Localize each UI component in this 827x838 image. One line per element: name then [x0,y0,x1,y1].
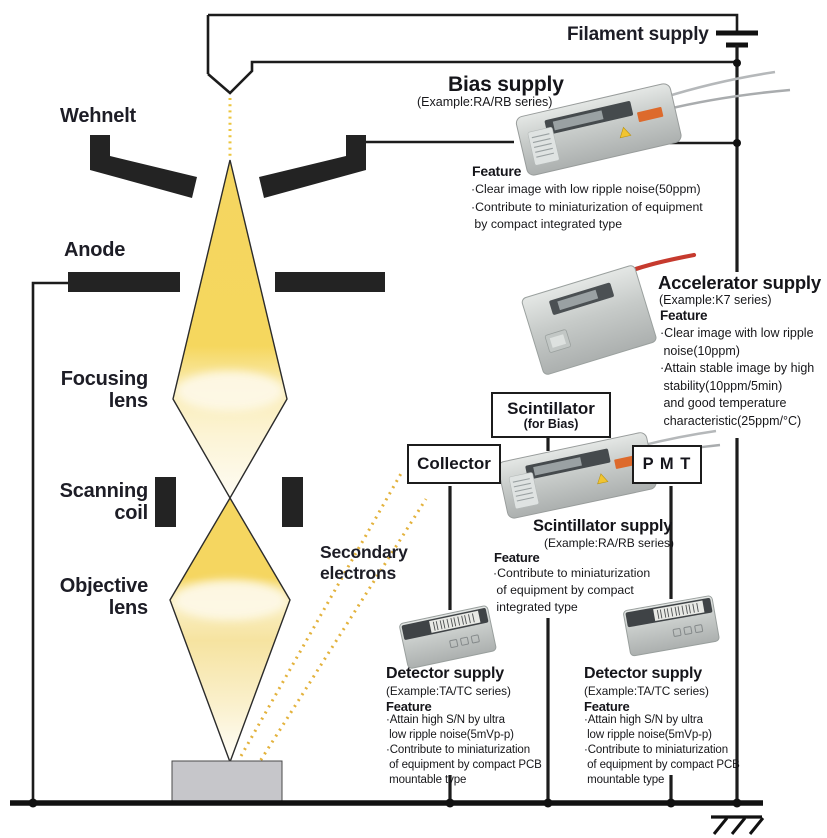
battery-icon [716,30,758,48]
scintillator-box-subtitle: (for Bias) [523,416,579,431]
scintillator-supply-title: Scintillator supply [533,517,673,535]
detector-supply-left-example: (Example:TA/TC series) [386,684,511,698]
accelerator-supply-title: Accelerator supply [658,272,821,293]
focusing-lens-glow [176,371,284,411]
scintillator-feature-label: Feature [494,550,540,565]
junction-dots [28,59,742,808]
anode-label: Anode [64,239,126,261]
pmt-box-label: P M T [642,455,692,473]
focusing-lens-label: Focusing lens [60,368,148,412]
detector-left-feature-label: Feature [386,699,432,714]
bias-feature-label: Feature [472,163,522,179]
scintillator-box: Scintillator (for Bias) [491,392,611,438]
bias-feature-list: ·Clear image with low ripple noise(50ppm… [471,182,703,231]
wehnelt-electrodes [90,135,366,198]
pmt-box: P M T [632,445,702,484]
accelerator-feature-label: Feature [660,308,708,323]
ground-icon [711,815,765,835]
filament-supply-label: Filament supply [567,24,709,45]
anode-electrodes [68,272,385,292]
lower-beam [169,496,291,765]
collector-box: Collector [407,444,501,484]
scanning-coil-bars [155,477,303,527]
detector-supply-left-photo [398,604,498,670]
scanning-coil-label: Scanning coil [59,480,149,524]
upper-beam [172,159,288,500]
accelerator-supply-photo [520,252,697,377]
bias-supply-title: Bias supply [448,73,564,96]
accelerator-supply-example: (Example:K7 series) [659,293,772,307]
bias-supply-example: (Example:RA/RB series) [417,95,553,109]
objective-lens-glow [173,580,287,620]
scintillator-box-title: Scintillator [507,398,595,418]
collector-box-label: Collector [417,454,491,473]
detector-right-feature-list: ·Attain high S/N by ultra low ripple noi… [584,714,740,786]
scintillator-feature-list: ·Contribute to miniaturization of equipm… [493,566,651,614]
detector-right-feature-label: Feature [584,699,630,714]
wehnelt-label: Wehnelt [60,105,137,127]
bias-supply-photo [514,70,791,178]
scintillator-supply-example: (Example:RA/RB series) [544,536,675,550]
detector-supply-left-title: Detector supply [386,665,504,682]
objective-lens-label: Objective lens [59,575,148,619]
detector-supply-right-example: (Example:TA/TC series) [584,684,709,698]
accelerator-feature-list: ·Clear image with low ripple noise(10ppm… [660,326,815,428]
secondary-electrons-label: Secondary electrons [320,542,408,584]
anode-ground-wire [31,281,68,801]
detector-left-feature-list: ·Attain high S/N by ultra low ripple noi… [386,714,542,786]
specimen-stage [171,760,283,803]
detector-supply-right-title: Detector supply [584,665,702,682]
filament-wiring [206,13,739,95]
secondary-electron-paths [239,469,428,767]
filament-tip [207,60,737,95]
